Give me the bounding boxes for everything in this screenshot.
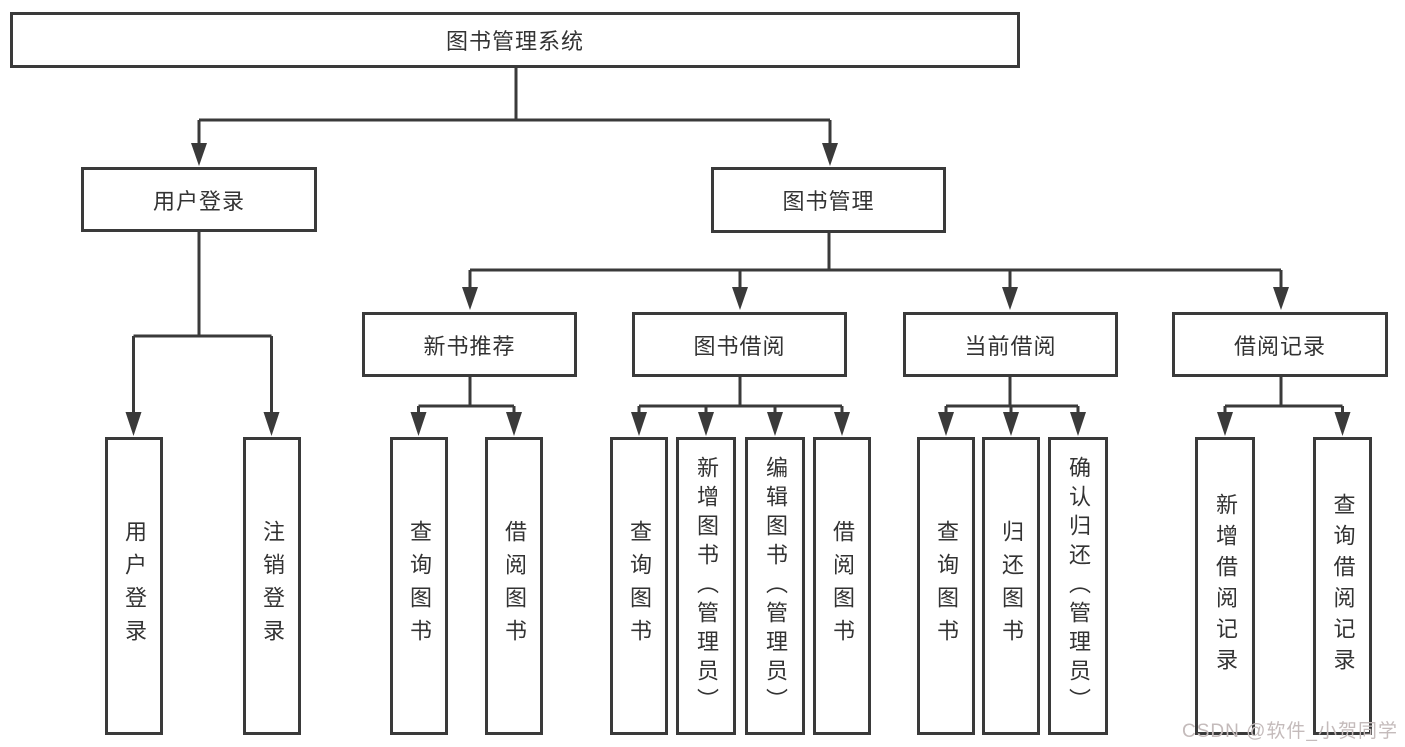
leaf-query-books-borrowing: 查询图书 — [610, 437, 668, 735]
leaf-borrow-books-recommend: 借阅图书 — [485, 437, 543, 735]
leaf-edit-books-admin: 编辑图书（管理员） — [745, 437, 805, 735]
arrow-down-icon — [1273, 287, 1289, 310]
arrow-down-icon — [191, 143, 207, 166]
leaf-label: 用户登录 — [122, 520, 147, 652]
node-book-borrowing: 图书借阅 — [632, 312, 847, 377]
leaf-logout: 注销登录 — [243, 437, 301, 735]
node-label: 图书借阅 — [693, 333, 786, 359]
node-current-borrowing: 当前借阅 — [903, 312, 1118, 377]
node-label: 图书管理系统 — [445, 29, 584, 54]
node-label: 用户登录 — [152, 188, 245, 214]
leaf-label: 查询图书 — [934, 520, 959, 652]
arrow-down-icon — [506, 412, 522, 436]
arrow-down-icon — [822, 143, 838, 166]
arrow-down-icon — [462, 287, 478, 310]
leaf-query-books-recommend: 查询图书 — [390, 437, 448, 735]
node-label: 图书管理 — [782, 189, 875, 214]
arrow-down-icon — [1334, 412, 1351, 436]
node-label: 当前借阅 — [964, 333, 1057, 359]
leaf-label: 查询图书 — [407, 520, 432, 652]
arrow-down-icon — [263, 412, 280, 436]
leaf-label: 新增图书（管理员） — [694, 455, 719, 717]
user-login-branch-lines — [125, 232, 280, 436]
leaf-label: 查询借阅记录 — [1330, 493, 1356, 679]
leaf-query-borrow-record: 查询借阅记录 — [1313, 437, 1372, 735]
node-new-book-recommend: 新书推荐 — [362, 312, 577, 377]
root-branch-lines — [191, 68, 838, 166]
leaf-label: 新增借阅记录 — [1213, 493, 1238, 679]
leaf-confirm-return-admin: 确认归还（管理员） — [1048, 437, 1108, 735]
leaf-label: 借阅图书 — [502, 520, 527, 652]
borrowing-records-branch-lines — [1217, 377, 1351, 436]
csdn-watermark: CSDN @软件_小贺同学 — [1182, 721, 1398, 742]
node-label: 新书推荐 — [423, 333, 516, 359]
arrow-down-icon — [125, 412, 142, 436]
book-borrowing-branch-lines — [631, 377, 850, 436]
leaf-add-books-admin: 新增图书（管理员） — [676, 437, 736, 735]
leaf-label: 借阅图书 — [830, 520, 855, 652]
leaf-label: 编辑图书（管理员） — [763, 455, 788, 717]
node-borrowing-records: 借阅记录 — [1172, 312, 1388, 377]
arrow-down-icon — [631, 412, 647, 436]
new-book-recommend-branch-lines — [410, 377, 522, 436]
arrow-down-icon — [938, 412, 954, 436]
arrow-down-icon — [1002, 287, 1018, 310]
leaf-user-login: 用户登录 — [105, 437, 163, 735]
node-label: 借阅记录 — [1233, 333, 1326, 359]
arrow-down-icon — [1003, 412, 1019, 436]
node-user-login: 用户登录 — [81, 167, 317, 232]
leaf-label: 归还图书 — [999, 520, 1024, 652]
arrow-down-icon — [410, 412, 427, 436]
leaf-borrow-books-borrowing: 借阅图书 — [813, 437, 871, 735]
leaf-query-books-current: 查询图书 — [917, 437, 975, 735]
leaf-return-books: 归还图书 — [982, 437, 1040, 735]
arrow-down-icon — [1070, 412, 1086, 436]
book-management-branch-lines — [462, 233, 1289, 310]
arrow-down-icon — [698, 412, 714, 436]
node-root-system: 图书管理系统 — [10, 12, 1020, 68]
node-book-management: 图书管理 — [711, 167, 946, 233]
leaf-add-borrow-record: 新增借阅记录 — [1195, 437, 1255, 735]
leaf-label: 注销登录 — [260, 520, 285, 652]
arrow-down-icon — [732, 287, 748, 310]
arrow-down-icon — [767, 412, 783, 436]
current-borrowing-branch-lines — [938, 377, 1086, 436]
leaf-label: 确认归还（管理员） — [1066, 455, 1091, 717]
arrow-down-icon — [1217, 412, 1233, 436]
arrow-down-icon — [834, 412, 850, 436]
leaf-label: 查询图书 — [627, 520, 652, 652]
